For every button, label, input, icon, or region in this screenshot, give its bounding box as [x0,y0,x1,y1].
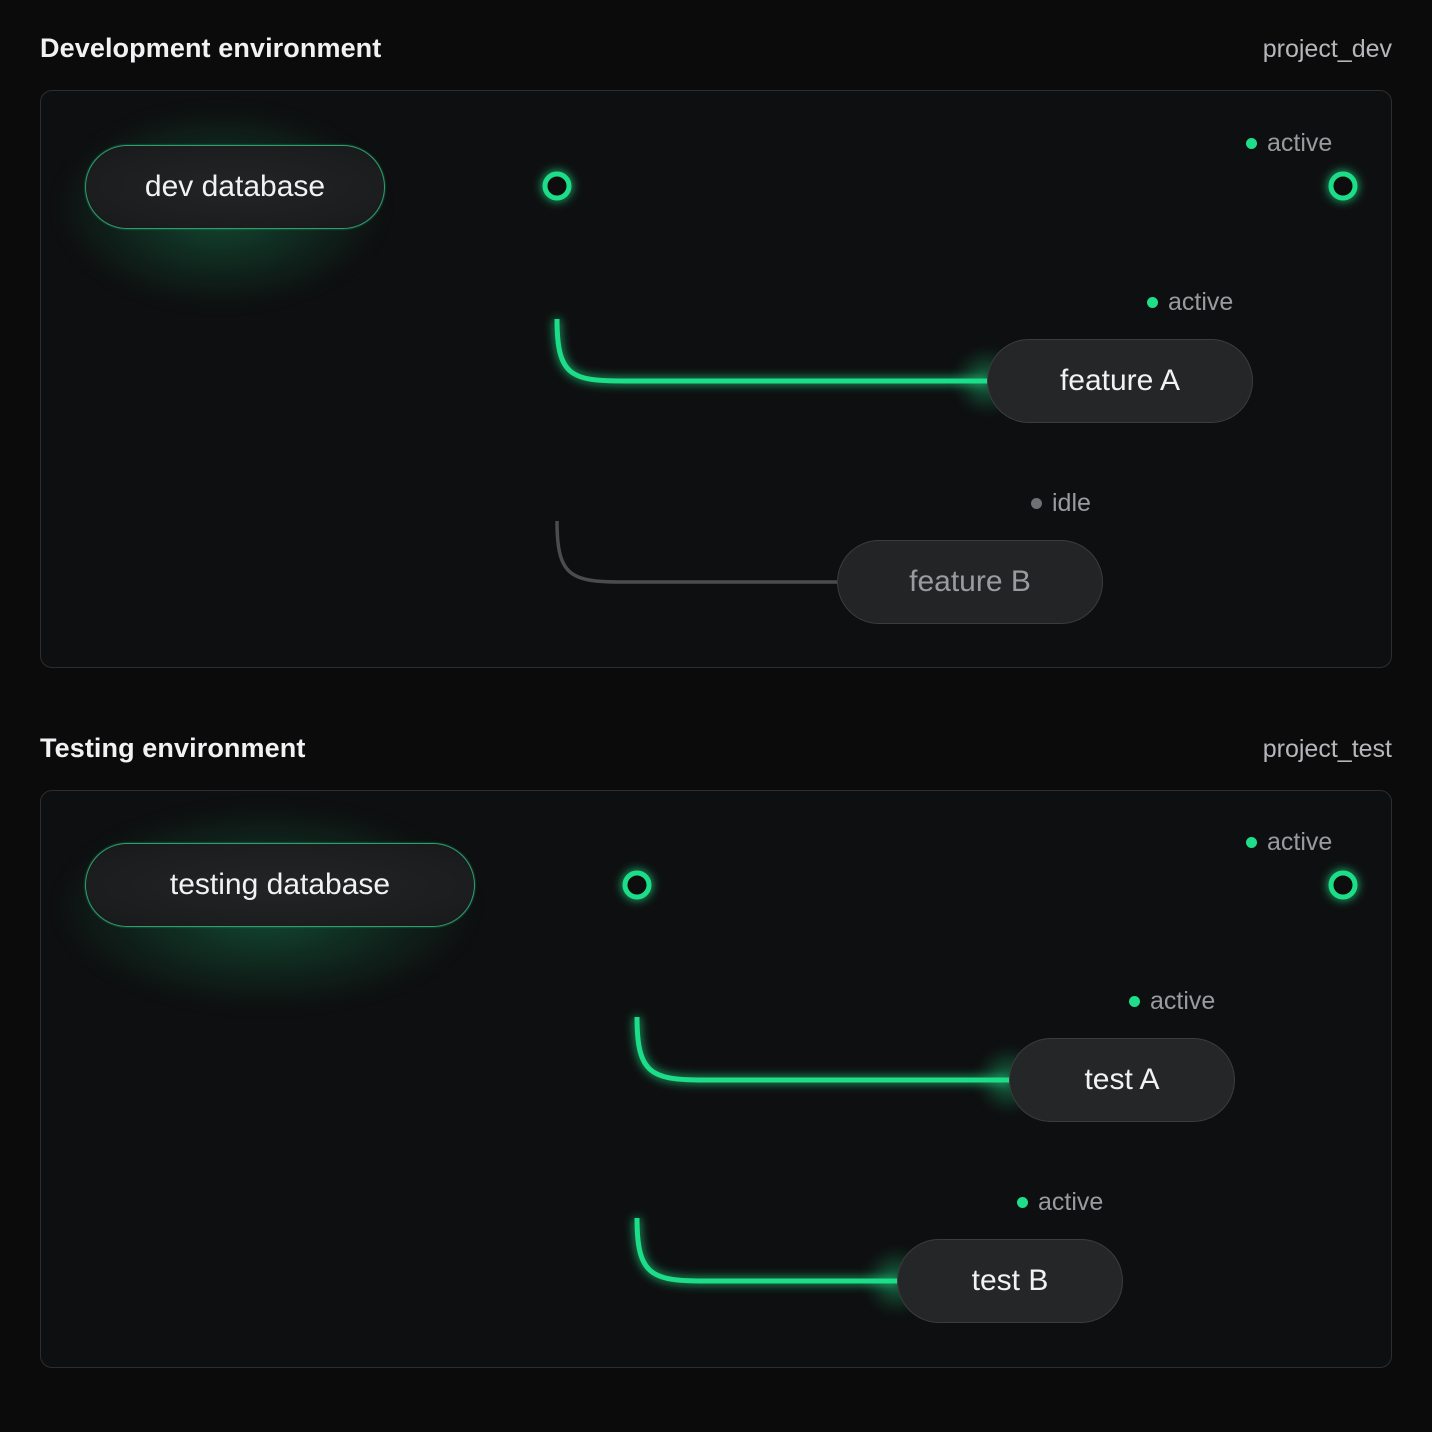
project-label-dev: project_dev [1262,35,1392,63]
node-test-b[interactable]: test B [897,1239,1123,1323]
junction-node-dev[interactable] [542,171,572,201]
wire-branch-test-b [634,1217,897,1284]
section-development-environment: Development environment project_dev [40,32,1392,668]
status-label: idle [1052,489,1091,517]
node-dev-database[interactable]: dev database [85,145,385,229]
status-feature-a: active [1147,288,1233,317]
status-endpoint-dev: active [1246,129,1332,158]
page-title-dev: Development environment [40,33,382,63]
wire-branch-feature-b [555,520,837,584]
section-testing-environment: Testing environment project_test [40,732,1392,1368]
status-test-b: active [1017,1188,1103,1217]
node-label-test-a: test A [1084,1063,1160,1096]
node-label-feature-b: feature B [909,565,1031,598]
graph-wires-test [475,870,1358,1367]
node-testing-database[interactable]: testing database [85,843,475,927]
status-test-a: active [1129,987,1215,1016]
status-label: active [1267,129,1333,157]
graph-wires-dev [384,171,1358,584]
section-header-dev: Development environment project_dev [40,32,1392,90]
wire-branch-feature-a [554,318,987,384]
status-dot-icon [1129,996,1140,1007]
node-label-dev-database: dev database [144,170,326,203]
junction-node-test[interactable] [622,870,652,900]
status-label: active [1150,987,1216,1015]
section-header-test: Testing environment project_test [40,732,1392,790]
status-label: active [1267,828,1333,856]
status-label: active [1038,1188,1104,1216]
graph-panel-test: testing database active test A active te… [40,790,1392,1368]
node-feature-b[interactable]: feature B [837,540,1103,624]
page-title-test: Testing environment [40,733,306,763]
status-endpoint-test: active [1246,828,1332,857]
node-label-test-b: test B [971,1264,1049,1297]
node-label-feature-a: feature A [1059,364,1181,397]
status-dot-icon [1246,837,1257,848]
status-dot-icon [1246,138,1257,149]
endpoint-node-dev[interactable] [1328,171,1358,201]
status-dot-icon [1031,498,1042,509]
status-dot-icon [1147,297,1158,308]
endpoint-node-test[interactable] [1328,870,1358,900]
status-dot-icon [1017,1197,1028,1208]
graph-panel-dev: dev database active feature A active fea… [40,90,1392,668]
node-test-a[interactable]: test A [1009,1038,1235,1122]
node-label-testing-database: testing database [169,868,391,901]
node-feature-a[interactable]: feature A [987,339,1253,423]
status-label: active [1168,288,1234,316]
status-feature-b: idle [1031,489,1091,518]
project-label-test: project_test [1262,735,1392,763]
wire-branch-test-a [634,1016,1009,1083]
